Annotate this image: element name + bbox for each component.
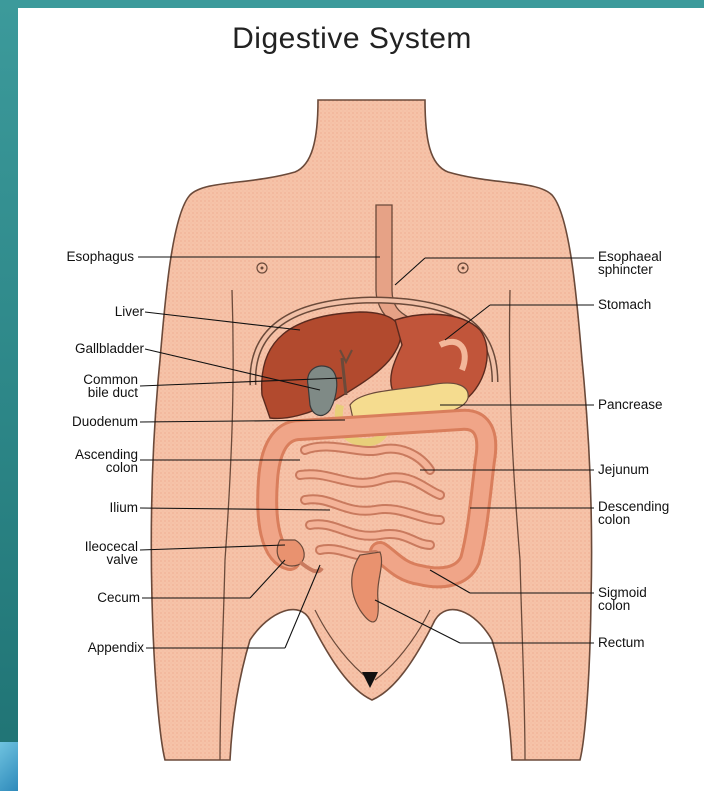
- label-sigmoid-colon: Sigmoid colon: [598, 586, 647, 612]
- label-esophagus: Esophagus: [66, 250, 134, 263]
- label-ilium: Ilium: [109, 501, 138, 514]
- label-ileocecal-valve: Ileocecal valve: [85, 540, 138, 566]
- label-pancrease: Pancrease: [598, 398, 663, 411]
- label-common-bile-duct: Common bile duct: [83, 373, 138, 399]
- label-rectum: Rectum: [598, 636, 645, 649]
- label-stomach: Stomach: [598, 298, 651, 311]
- label-cecum: Cecum: [97, 591, 140, 604]
- label-esophaeal-sphincter: Esophaeal sphincter: [598, 250, 662, 276]
- label-duodenum: Duodenum: [72, 415, 138, 428]
- label-gallbladder: Gallbladder: [75, 342, 144, 355]
- label-liver: Liver: [115, 305, 144, 318]
- label-ascending-colon: Ascending colon: [75, 448, 138, 474]
- label-descending-colon: Descending colon: [598, 500, 669, 526]
- label-appendix: Appendix: [88, 641, 144, 654]
- label-jejunum: Jejunum: [598, 463, 649, 476]
